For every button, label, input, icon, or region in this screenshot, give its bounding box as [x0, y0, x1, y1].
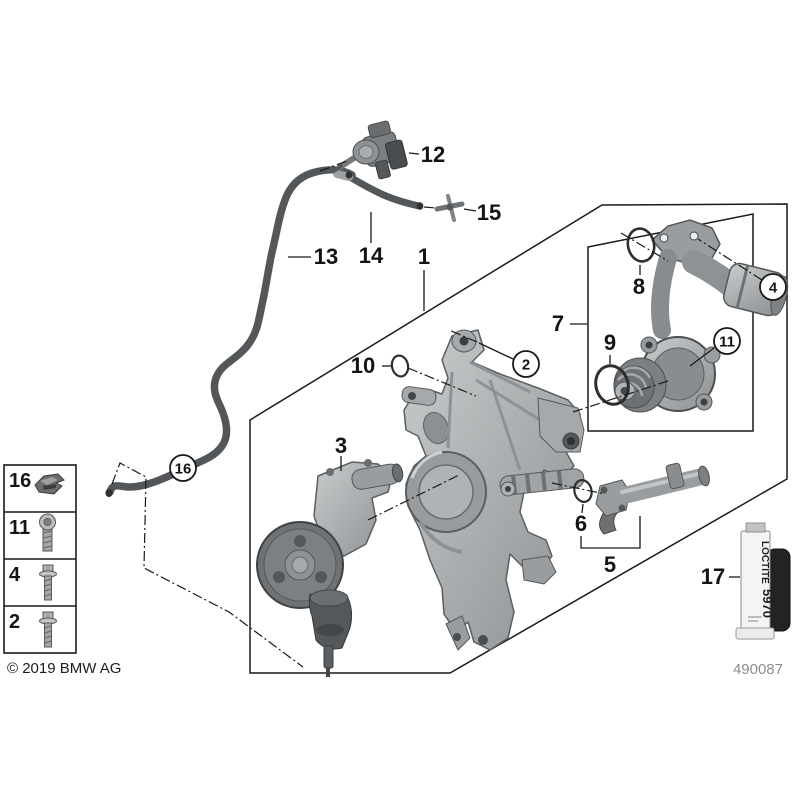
center-line: [111, 462, 304, 668]
legend-row-2[interactable]: 2: [9, 611, 57, 648]
callout-6[interactable]: 6: [575, 511, 587, 536]
clip-nut-icon: [34, 473, 65, 495]
legend-number: 2: [9, 611, 20, 633]
vent-hose-13: [105, 166, 356, 497]
leader-line: [580, 516, 641, 549]
center-line: [407, 367, 477, 397]
svg-text:11: 11: [719, 334, 735, 351]
loctite-tube-17: LOCTITE 5970: [735, 522, 791, 640]
t-connector-15: [434, 194, 465, 222]
callout-8[interactable]: 8: [633, 274, 645, 299]
bolt-icon: [39, 564, 57, 601]
o-ring-8: [626, 227, 656, 263]
loctite-brand-label: LOCTITE: [759, 541, 770, 584]
leader-line: [581, 503, 584, 514]
center-lines: [111, 160, 763, 668]
coolant-pipe-5: [595, 462, 710, 535]
callout-1[interactable]: 1: [418, 244, 430, 269]
leader-lines: [288, 152, 740, 578]
legend-number: 11: [9, 517, 30, 539]
center-line: [620, 232, 669, 262]
center-line: [319, 160, 348, 172]
screw-icon: [39, 513, 56, 552]
copyright-notice: © 2019 BMW AG: [7, 660, 121, 677]
center-line: [697, 238, 763, 281]
circled-callouts: 2 4 11 16: [169, 273, 787, 482]
callout-17[interactable]: 17: [701, 564, 725, 589]
callout-15[interactable]: 15: [477, 200, 501, 225]
center-line: [423, 206, 437, 209]
bolt-icon: [39, 611, 57, 648]
coolant-pump-bracket-1: [401, 329, 585, 651]
circled-callout-2[interactable]: 2: [512, 350, 540, 378]
leader-line: [478, 342, 514, 360]
loctite-number-label: 5970: [760, 589, 775, 618]
center-line: [367, 474, 460, 521]
legend-row-4[interactable]: 4: [9, 564, 57, 601]
vent-hose-14: [333, 170, 424, 210]
leader-line: [408, 152, 420, 155]
legend-number: 16: [9, 470, 31, 492]
legend-row-11[interactable]: 11: [9, 513, 56, 552]
thermostat-housing-7: [613, 219, 789, 413]
callout-5[interactable]: 5: [604, 552, 616, 577]
svg-text:4: 4: [769, 280, 778, 297]
circled-callout-11[interactable]: 11: [713, 327, 741, 355]
callout-10[interactable]: 10: [351, 353, 375, 378]
o-ring-9: [594, 364, 630, 406]
leader-line: [689, 347, 715, 367]
callout-labels: 12 15 13 14 1 7 8 9 10 3 6 5 17: [314, 142, 725, 589]
leader-line: [463, 208, 477, 212]
o-ring-6: [573, 479, 593, 503]
callout-9[interactable]: 9: [604, 330, 616, 355]
drawing-number: 490087: [733, 661, 783, 678]
o-rings: [390, 227, 656, 503]
main-assembly-outline: [249, 203, 788, 674]
fastener-legend-table: 16 11 4: [3, 464, 77, 654]
o-ring-10: [390, 354, 410, 378]
legend-number: 4: [9, 564, 21, 586]
svg-text:16: 16: [175, 461, 192, 478]
circled-callout-4[interactable]: 4: [759, 273, 787, 301]
callout-7[interactable]: 7: [552, 311, 564, 336]
center-line: [448, 329, 478, 343]
legend-row-16[interactable]: 16: [9, 470, 65, 495]
coolant-pump-3: [256, 459, 404, 677]
center-line: [572, 380, 669, 413]
callout-3[interactable]: 3: [335, 433, 347, 458]
circled-callout-16[interactable]: 16: [169, 454, 197, 482]
changeover-valve-12: [332, 120, 408, 180]
svg-text:2: 2: [522, 357, 530, 374]
center-line: [551, 482, 606, 495]
callout-13[interactable]: 13: [314, 244, 338, 269]
callout-14[interactable]: 14: [359, 243, 384, 268]
callout-12[interactable]: 12: [421, 142, 445, 167]
